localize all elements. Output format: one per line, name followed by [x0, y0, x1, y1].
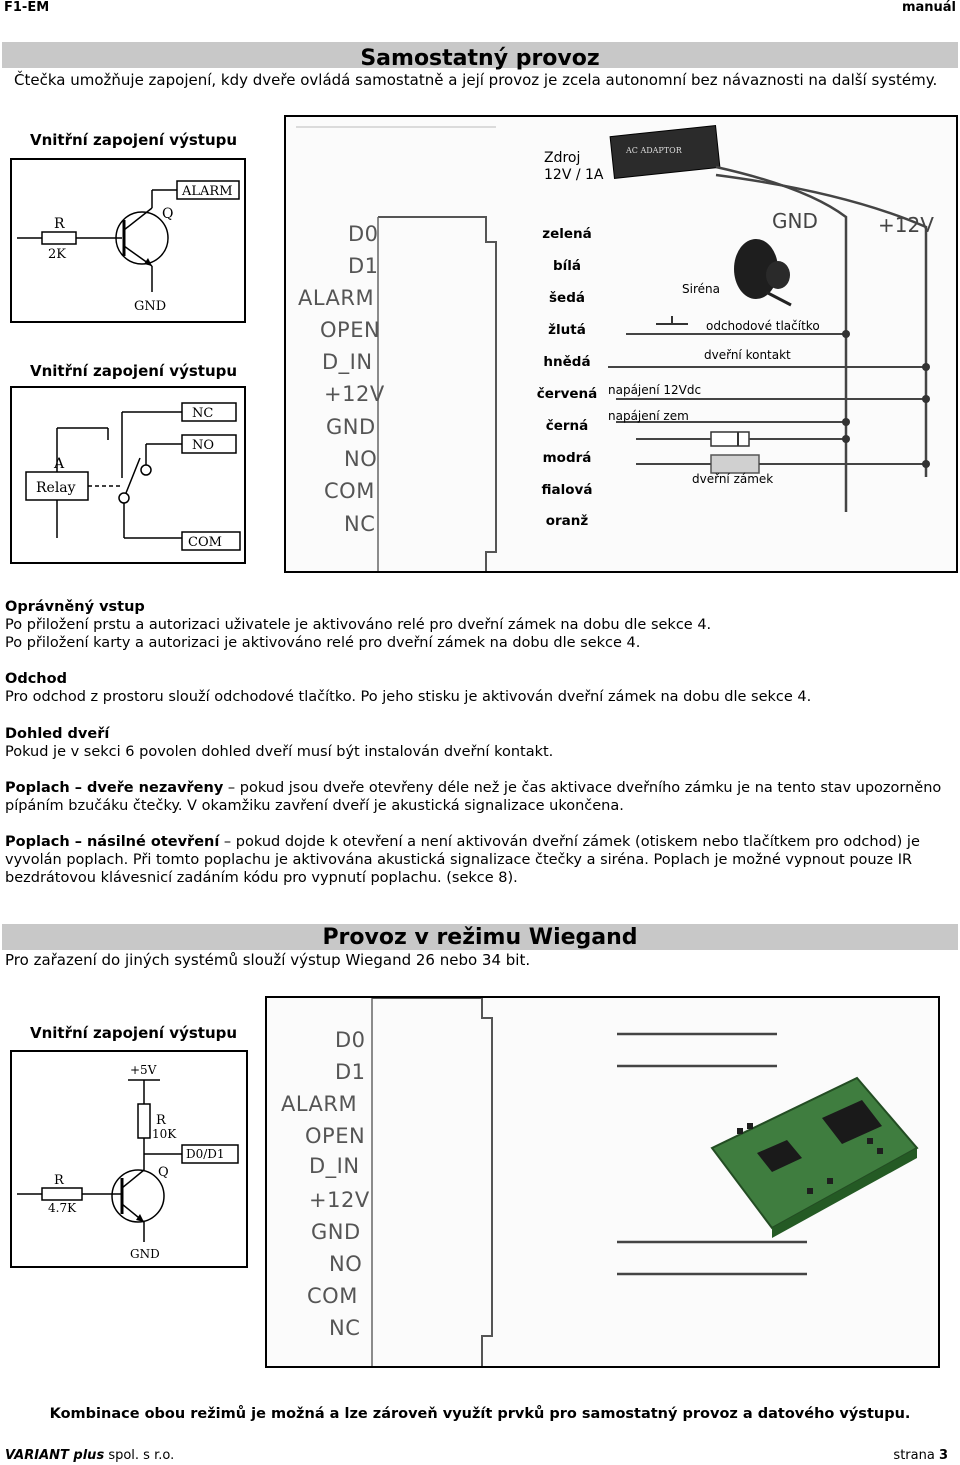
- alarm-label: ALARM: [181, 184, 233, 199]
- nc-label: NC: [192, 406, 213, 421]
- terminal-label: D0: [348, 222, 379, 246]
- section-intro: Čtečka umožňuje zapojení, kdy dveře ovlá…: [14, 71, 938, 89]
- wire-label: zelená: [542, 226, 592, 242]
- door-lock-label: dveřní zámek: [692, 472, 774, 486]
- footer-note: Kombinace obou režimů je možná a lze zár…: [49, 1406, 911, 1422]
- resistor-value: 10K: [152, 1127, 177, 1141]
- doc-type: manuál: [901, 0, 956, 15]
- power-gnd-label: napájení zem: [608, 409, 689, 423]
- section-title: Provoz v režimu Wiegand: [322, 925, 638, 950]
- power-supply-rating: 12V / 1A: [544, 167, 604, 183]
- wire-label: žlutá: [548, 322, 586, 338]
- wire-label: černá: [545, 418, 589, 434]
- section-band: [2, 924, 958, 950]
- wire-label: šedá: [549, 290, 585, 306]
- wire-label: modrá: [542, 450, 592, 466]
- terminal-label: OPEN: [320, 318, 381, 342]
- power-supply-label: Zdroj: [544, 150, 581, 166]
- paragraph-title: Oprávněný vstup: [5, 599, 145, 615]
- paragraph-title: Dohled dveří: [5, 726, 110, 742]
- doc-id: F1-EM: [4, 0, 50, 15]
- terminal-label: +12V: [309, 1188, 370, 1212]
- paragraph-text: – pokud dojde k otevření a není aktivová…: [5, 834, 920, 886]
- relay-schematic: NC NO A Relay COM: [10, 386, 246, 564]
- paragraph-title: Poplach – dveře nezavřeny: [5, 780, 224, 796]
- terminal-label: COM: [324, 479, 375, 503]
- wire-label: fialová: [541, 482, 593, 498]
- relay-label: Relay: [36, 480, 76, 496]
- paragraph-text: Pro odchod z prostoru slouží odchodové t…: [5, 689, 812, 705]
- d0d1-label: D0/D1: [186, 1147, 225, 1161]
- transistor-label: Q: [162, 206, 173, 222]
- door-contact-label: dveřní kontakt: [704, 348, 791, 362]
- gnd-label: GND: [134, 299, 166, 314]
- wiegand-diagram: D0 D1 ALARM OPEN D_IN +12V GND NO COM NC: [265, 996, 940, 1368]
- transistor-label: Q: [158, 1165, 169, 1180]
- footer-page: strana 3: [893, 1448, 948, 1463]
- terminal-label: D1: [335, 1060, 366, 1084]
- output-label: Vnitřní zapojení výstupu: [30, 362, 238, 380]
- plus5-label: +5V: [130, 1063, 157, 1077]
- terminal-label: ALARM: [281, 1092, 358, 1116]
- output-label: Vnitřní zapojení výstupu: [30, 1024, 238, 1042]
- resistor-value: 2K: [48, 247, 66, 262]
- wire-label: bílá: [552, 258, 582, 274]
- output-label: Vnitřní zapojení výstupu: [30, 131, 238, 149]
- section-band: [2, 42, 958, 68]
- wire-label: oranž: [545, 513, 589, 529]
- paragraph-text: Po přiložení karty a autorizaci je aktiv…: [5, 635, 641, 651]
- resistor-label: R: [54, 216, 65, 232]
- paragraph-door-monitoring: Dohled dveří Pokud je v sekci 6 povolen …: [5, 725, 955, 761]
- page-label: strana: [893, 1448, 939, 1463]
- terminal-label: +12V: [324, 382, 385, 406]
- paragraph-title: Poplach – násilné otevření: [5, 834, 220, 850]
- terminal-label: NC: [344, 512, 376, 536]
- paragraph-text: Pokud je v sekci 6 povolen dohled dveří …: [5, 744, 554, 760]
- siren-label: Siréna: [682, 282, 720, 296]
- gnd-label: GND: [130, 1247, 160, 1261]
- paragraph-authorized-entry: Oprávněný vstup Po přiložení prstu a aut…: [5, 598, 955, 652]
- power-12v-label: napájení 12Vdc: [608, 383, 702, 397]
- resistor-label: R: [54, 1173, 65, 1188]
- company-suffix: spol. s r.o.: [104, 1448, 175, 1463]
- terminal-label: NO: [344, 447, 378, 471]
- terminal-label: D_IN: [322, 350, 373, 374]
- exit-button-label: odchodové tlačítko: [706, 319, 820, 333]
- paragraph-exit: Odchod Pro odchod z prostoru slouží odch…: [5, 670, 955, 706]
- no-label: NO: [192, 438, 214, 453]
- section-title: Samostatný provoz: [360, 46, 600, 71]
- terminal-label: ALARM: [298, 286, 375, 310]
- terminal-label: D1: [348, 254, 379, 278]
- company-name: VARIANT plus: [5, 1448, 105, 1463]
- terminal-label: D0: [335, 1028, 366, 1052]
- terminal-label: NC: [329, 1316, 361, 1340]
- paragraph-alarm-forced: Poplach – násilné otevření – pokud dojde…: [5, 833, 955, 887]
- terminal-label: GND: [311, 1220, 361, 1244]
- terminal-label: COM: [307, 1284, 358, 1308]
- wiring-diagram: AC ADAPTOR D0 D1 ALARM OPEN D_IN +1: [284, 115, 958, 573]
- plus12-terminal-label: +12V: [878, 213, 934, 237]
- paragraph-text: Po přiložení prstu a autorizaci uživatel…: [5, 617, 712, 633]
- footer-company: VARIANT plus spol. s r.o.: [5, 1448, 174, 1463]
- paragraph-alarm-open: Poplach – dveře nezavřeny – pokud jsou d…: [5, 779, 955, 815]
- section-intro: Pro zařazení do jiných systémů slouží vý…: [5, 951, 531, 969]
- gnd-terminal-label: GND: [772, 209, 818, 233]
- wire-label: červená: [536, 386, 598, 402]
- paragraph-title: Odchod: [5, 671, 67, 687]
- resistor-value: 4.7K: [48, 1201, 77, 1215]
- terminal-label: NO: [329, 1252, 363, 1276]
- com-label: COM: [188, 535, 222, 550]
- page-number: 3: [938, 1448, 948, 1463]
- terminal-label: OPEN: [305, 1124, 366, 1148]
- resistor-label: R: [156, 1113, 167, 1128]
- a-label: A: [53, 456, 65, 472]
- wiegand-schematic: +5V R 10K D0/D1 R 4.7K Q GND: [10, 1050, 248, 1268]
- terminal-label: D_IN: [309, 1154, 360, 1178]
- adapter-label: AC ADAPTOR: [625, 146, 683, 155]
- transistor-schematic: R 2K Q ALARM GND: [10, 158, 246, 323]
- paragraph-text: – pokud jsou dveře otevřeny déle než je …: [5, 780, 942, 814]
- wire-label: hnědá: [543, 354, 591, 370]
- terminal-label: GND: [326, 415, 376, 439]
